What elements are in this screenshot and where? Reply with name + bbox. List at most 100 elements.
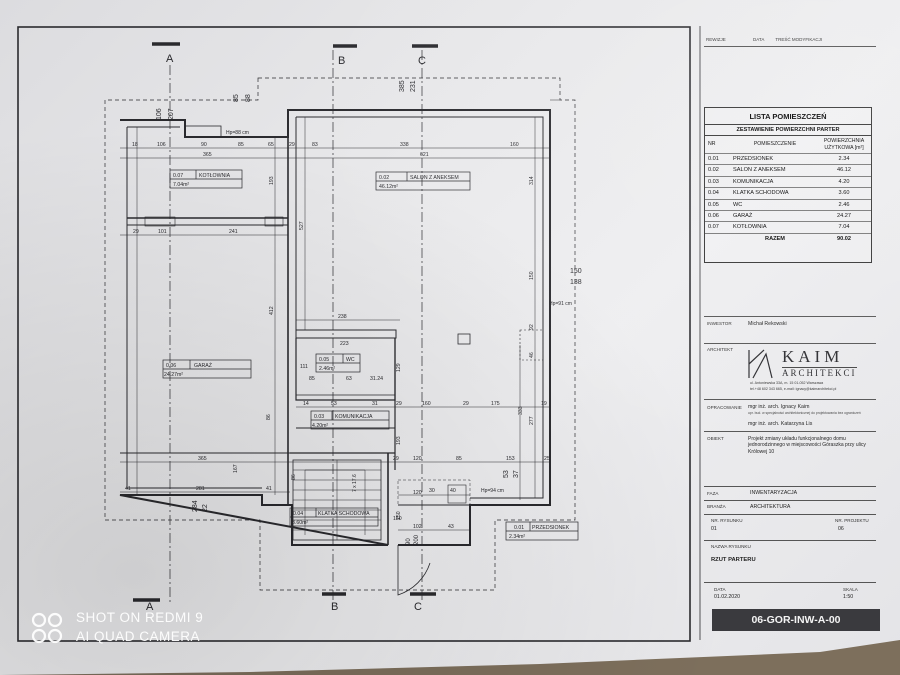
- sheet-border: [17, 26, 691, 642]
- dim-label: 106: [157, 142, 166, 148]
- dimension-labels: 18 106 90 85 65 29 83 338 160 365 621 29…: [125, 142, 550, 530]
- dim-label: 281: [196, 486, 205, 492]
- dim-label: 101: [158, 229, 167, 235]
- room-tag-area: 7.04m²: [173, 182, 189, 188]
- room-name: PRZEDSIONEK: [733, 156, 774, 162]
- room-nr: 0.06: [708, 212, 719, 219]
- dim-label: 29: [463, 401, 469, 407]
- branch-label: BRANŻA: [707, 504, 726, 509]
- room-tag-area: 4.20m²: [312, 423, 328, 429]
- dim-label-vertical: 46: [529, 352, 535, 358]
- room-tag-name: GARAŻ: [194, 362, 212, 369]
- dim-label-vertical: 106: [156, 108, 163, 120]
- drawing-name-value: RZUT PARTERU: [711, 557, 756, 563]
- col-room: POMIESZCZENIE: [753, 141, 797, 147]
- dim-label: 241: [229, 229, 238, 235]
- col-nr: NR: [708, 141, 716, 147]
- room-name: KOTŁOWNIA: [733, 224, 767, 231]
- dim-label: 160: [422, 401, 431, 407]
- total-value: 90.02: [837, 235, 851, 242]
- room-nr: 0.03: [708, 178, 719, 185]
- height-note: Hp=94 cm: [481, 488, 504, 494]
- dim-label: 43: [448, 524, 454, 530]
- prepared-name-2: mgr inż. arch. Katarzyna Lis: [748, 421, 813, 427]
- room-tag-name: KOMUNIKACJA: [335, 414, 373, 420]
- room-area: 2.34: [838, 156, 850, 162]
- date-header-label: DATA: [753, 37, 765, 42]
- revision-label: REWIZJE: [706, 37, 726, 42]
- room-tag-nr: 0.05: [319, 357, 329, 363]
- dim-label-vertical: 314: [529, 176, 535, 185]
- room-nr: 0.04: [708, 190, 719, 197]
- dim-label: 111: [300, 364, 308, 370]
- investor-value: Michał Rekowski: [748, 321, 787, 327]
- dim-label: 102: [413, 524, 422, 530]
- drawing-no-label: NR. RYSUNKU: [711, 518, 743, 523]
- dim-label: 25: [544, 456, 550, 462]
- room-tag-nr: 0.03: [314, 414, 324, 420]
- drawing-name-label: NAZWA RYSUNKU: [711, 544, 751, 549]
- section-mark-c-bottom: C: [414, 601, 422, 613]
- dim-label-vertical: 86: [266, 414, 272, 420]
- room-area: 3.60: [838, 190, 850, 197]
- section-mark-b-bottom: B: [331, 601, 338, 613]
- room-tag-nr: 0.02: [379, 175, 389, 181]
- room-nr: 0.05: [708, 201, 719, 208]
- room-tag-name: WC: [346, 357, 355, 363]
- dim-label-right: 138: [570, 279, 582, 286]
- room-name: KLATKA SCHODOWA: [733, 190, 789, 197]
- dim-label-vertical: 92: [529, 324, 535, 330]
- room-name: SALON Z ANEKSEM: [733, 167, 786, 174]
- room-row: 0.05 WC 2.46: [705, 200, 871, 211]
- logo-address: ul. Antoniewska 33A, m. 15 01-052 Warsza…: [750, 381, 824, 385]
- room-tag-nr: 0.06: [166, 363, 176, 369]
- vertical-dimension-labels: 106 207 85 88 385 231 193 527 314 150 41…: [156, 80, 582, 545]
- camera-logo-icon: [31, 612, 63, 644]
- dim-label: 85: [309, 376, 315, 382]
- dim-label-vertical: 207: [168, 108, 175, 120]
- room-tag-area: 46.12m²: [379, 184, 398, 190]
- room-tag-area: 2.34m²: [509, 534, 525, 540]
- dim-label: 31: [372, 401, 378, 407]
- date-label: DATA: [714, 587, 726, 592]
- dim-label: 223: [340, 341, 349, 347]
- dim-label: 120: [413, 490, 422, 496]
- dim-label-vertical: 22: [202, 504, 209, 512]
- dim-label: 85: [238, 142, 244, 148]
- dim-label-vertical: 193: [269, 176, 275, 185]
- height-note: Hp=88 cm: [226, 130, 249, 136]
- dim-label: 19: [541, 401, 547, 407]
- room-area: 7.04: [838, 224, 850, 231]
- col-area: POWIERZCHNIA UŻYTKOWA [m²]: [817, 136, 871, 153]
- dim-label: 53: [331, 401, 337, 407]
- dim-label: 18: [132, 142, 138, 148]
- room-list-table: LISTA POMIESZCZEŃ ZESTAWIENIE POWIERZCHN…: [704, 107, 872, 263]
- modification-label: TREŚĆ MODYFIKACJI: [775, 37, 823, 42]
- dim-label-vertical: 333: [518, 406, 524, 415]
- dim-label: 175: [491, 401, 500, 407]
- drawing-code: 06-GOR-INW-A-00: [712, 609, 880, 631]
- room-tag-area: 3.60m²: [292, 520, 308, 526]
- dim-label: 14: [303, 401, 309, 407]
- dim-label-vertical: 150: [396, 511, 402, 520]
- dim-label: 31.24: [370, 376, 383, 382]
- room-area: 2.46: [838, 201, 850, 208]
- room-name: WC: [733, 201, 743, 208]
- dim-label: 160: [510, 142, 519, 148]
- dim-label: 83: [312, 142, 318, 148]
- room-tag-name: KLATKA SCHODOWA: [318, 511, 370, 517]
- col-area-line1: POWIERZCHNIA: [823, 138, 865, 144]
- room-tag-name: KOTŁOWNIA: [199, 173, 231, 179]
- dim-label: 85: [456, 456, 462, 462]
- dim-label: 365: [203, 152, 212, 158]
- logo-mark-icon: [748, 349, 773, 379]
- dim-label: 41: [125, 486, 131, 492]
- room-tag-nr: 0.01: [514, 525, 524, 531]
- dim-label-vertical: 412: [269, 306, 275, 315]
- project-no-label: NR. PROJEKTU: [835, 518, 869, 523]
- project-no-value: 06: [838, 526, 844, 532]
- dim-label: 30: [429, 488, 435, 494]
- dim-label: 29: [393, 456, 399, 462]
